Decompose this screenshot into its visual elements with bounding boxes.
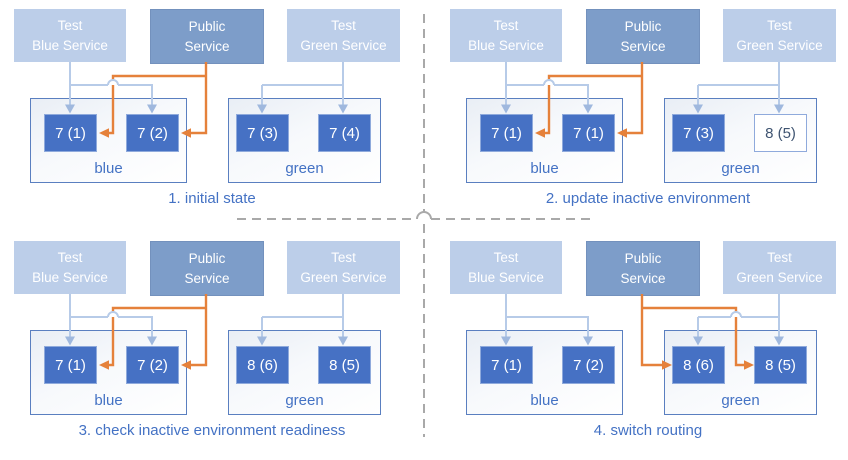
- environment-label: blue: [94, 392, 123, 409]
- test-blue-service-box: Test Blue Service: [14, 241, 126, 294]
- service-label-line: Public: [624, 18, 662, 34]
- service-label-line: Test: [493, 249, 519, 265]
- service-label-line: Service: [620, 270, 666, 286]
- service-label-line: Green Service: [736, 269, 823, 285]
- test-green-service-box: Test Green Service: [287, 9, 400, 62]
- environment-label: blue: [94, 160, 123, 177]
- public-service-box: Public Service: [586, 9, 700, 64]
- service-label-line: Public: [624, 250, 662, 266]
- test-blue-service-box: Test Blue Service: [14, 9, 126, 62]
- environment-label: blue: [530, 160, 559, 177]
- service-label-line: Test: [331, 17, 356, 33]
- service-label-line: Test: [57, 17, 83, 33]
- pod-box: 8 (6): [236, 346, 289, 384]
- pod-box: 7 (2): [126, 114, 179, 152]
- test-green-service-box: Test Green Service: [723, 9, 836, 62]
- pod-box: 7 (3): [236, 114, 289, 152]
- service-label-line: Test: [57, 249, 83, 265]
- panel-update-inactive-environment: Test Blue Service Public Service Test Gr…: [436, 0, 848, 228]
- panel-title: 3. check inactive environment readiness: [78, 422, 346, 439]
- pod-box: 7 (4): [318, 114, 371, 152]
- pod-box: 8 (6): [672, 346, 725, 384]
- pod-box: 7 (3): [672, 114, 725, 152]
- pod-box: 7 (1): [562, 114, 615, 152]
- environment-label: green: [285, 392, 324, 409]
- public-service-box: Public Service: [150, 9, 264, 64]
- pod-box: 7 (1): [480, 346, 533, 384]
- panel-switch-routing: Test Blue Service Public Service Test Gr…: [436, 232, 848, 460]
- test-green-service-box: Test Green Service: [287, 241, 400, 294]
- pod-box: 7 (2): [562, 346, 615, 384]
- environment-label: green: [721, 160, 760, 177]
- service-label-line: Service: [620, 38, 666, 54]
- panel-title: 4. switch routing: [593, 422, 703, 439]
- panel-title: 2. update inactive environment: [545, 190, 751, 207]
- service-label-line: Test: [331, 249, 356, 265]
- test-green-service-box: Test Green Service: [723, 241, 836, 294]
- service-label-line: Test: [767, 249, 792, 265]
- test-blue-service-box: Test Blue Service: [450, 9, 562, 62]
- pod-box: 8 (5): [318, 346, 371, 384]
- service-label-line: Blue Service: [468, 269, 544, 285]
- panel-initial-state: Test Blue Service Public Service Test Gr…: [0, 0, 424, 228]
- environment-label: blue: [530, 392, 559, 409]
- service-label-line: Blue Service: [468, 37, 544, 53]
- service-label-line: Green Service: [736, 37, 823, 53]
- public-service-box: Public Service: [150, 241, 264, 296]
- test-blue-service-box: Test Blue Service: [450, 241, 562, 294]
- public-service-box: Public Service: [586, 241, 700, 296]
- pod-box: 7 (1): [480, 114, 533, 152]
- environment-label: green: [285, 160, 324, 177]
- service-label-line: Test: [767, 17, 792, 33]
- service-label-line: Test: [493, 17, 519, 33]
- service-label-line: Service: [184, 38, 230, 54]
- environment-label: green: [721, 392, 760, 409]
- service-label-line: Service: [184, 270, 230, 286]
- service-label-line: Blue Service: [32, 37, 108, 53]
- pod-box: 8 (5): [754, 114, 807, 152]
- service-label-line: Public: [188, 250, 226, 266]
- service-label-line: Green Service: [300, 37, 387, 53]
- service-label-line: Blue Service: [32, 269, 108, 285]
- pod-box: 7 (2): [126, 346, 179, 384]
- pod-box: 7 (1): [44, 114, 97, 152]
- service-label-line: Public: [188, 18, 226, 34]
- service-label-line: Green Service: [300, 269, 387, 285]
- panel-title: 1. initial state: [168, 190, 256, 207]
- panel-check-inactive-environment-readiness: Test Blue Service Public Service Test Gr…: [0, 232, 424, 460]
- pod-box: 7 (1): [44, 346, 97, 384]
- pod-box: 8 (5): [754, 346, 807, 384]
